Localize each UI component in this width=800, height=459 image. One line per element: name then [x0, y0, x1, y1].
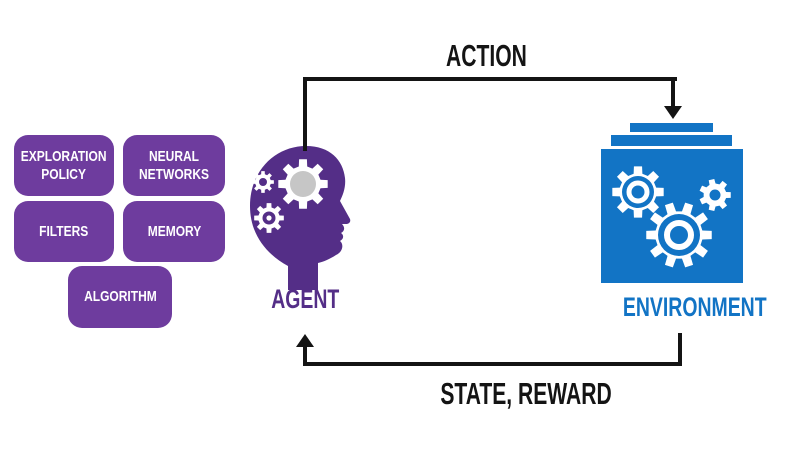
state-arrowhead-icon: [296, 334, 314, 347]
component-box-memory: MEMORY: [123, 201, 225, 262]
component-label: ALGORITHM: [83, 288, 157, 305]
action-arrow-line: [303, 81, 307, 151]
machine-with-gears-icon: [601, 123, 743, 283]
state-reward-label: STATE, REWARD: [440, 376, 612, 411]
gear-center: [626, 180, 650, 204]
action-label: ACTION: [445, 38, 527, 73]
component-label: EXPLORATION POLICY: [21, 147, 107, 183]
component-box-filters: FILTERS: [14, 201, 114, 262]
state-arrow-line: [678, 333, 682, 364]
component-box-neural-networks: NEURAL NETWORKS: [123, 135, 225, 196]
action-arrowhead-icon: [664, 106, 682, 119]
action-arrow-line: [303, 77, 677, 81]
component-box-exploration-policy: EXPLORATION POLICY: [14, 135, 114, 196]
component-label: MEMORY: [147, 222, 201, 240]
gear-icon: [612, 166, 664, 218]
component-label: FILTERS: [39, 222, 89, 240]
head-with-gears-icon: [250, 146, 351, 290]
state-arrow-line: [303, 362, 682, 366]
gear-center: [266, 215, 272, 221]
gear-center: [664, 220, 694, 250]
gear-center: [290, 171, 316, 197]
agent-label: AGENT: [270, 284, 340, 314]
environment-label: ENVIRONMENT: [622, 292, 767, 322]
gear-icon: [252, 171, 274, 193]
action-arrow-line: [671, 77, 675, 107]
component-label: NEURAL NETWORKS: [139, 147, 209, 183]
gear-icon: [646, 202, 712, 268]
gear-icon: [699, 179, 731, 211]
state-arrow-line: [303, 347, 307, 362]
machine-top-bar: [630, 123, 713, 132]
gear-icon: [254, 203, 284, 233]
machine-mid-bar: [611, 135, 732, 146]
component-box-algorithm: ALGORITHM: [68, 266, 172, 328]
